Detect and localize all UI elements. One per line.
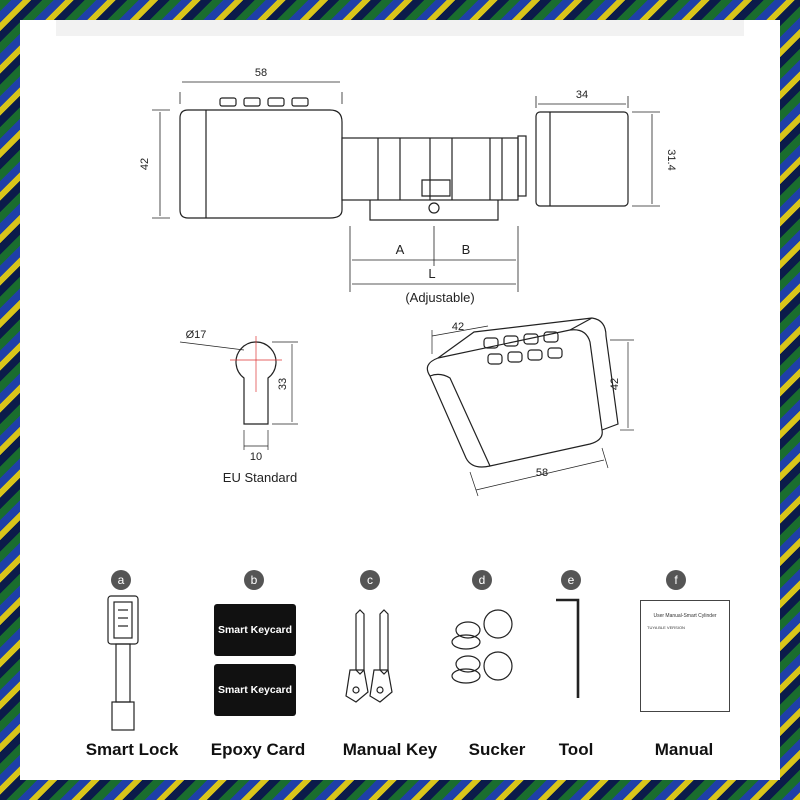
adjustable-note: (Adjustable) [405,290,474,305]
dim-knob-width: 34 [576,89,588,101]
eu-height: 33 [277,378,289,390]
iso-bottom: 58 [536,467,548,479]
dimension-labels: 58 42 34 31.4 A B L (Adjustable) Ø17 33 … [139,67,677,485]
dim-segment-a: A [396,242,405,257]
isometric-view [426,317,634,497]
dim-segment-b: B [462,242,471,257]
eu-caption: EU Standard [223,470,297,485]
badge-e: e [561,570,581,590]
eu-profile [179,336,298,450]
eu-width: 10 [250,451,262,463]
tool-drawing [556,598,580,698]
badge-f: f [666,570,686,590]
technical-drawing [107,81,660,731]
badge-a: a [111,570,131,590]
label-sucker: Sucker [468,740,526,759]
dim-length: L [428,266,435,281]
label-smart-lock: Smart Lock [85,740,179,759]
faint-header [56,20,744,36]
iso-top: 42 [452,321,464,333]
manual-subtitle: TUYA BLE VERSION [647,625,685,630]
dim-body-height: 42 [139,158,151,170]
badge-b: b [244,570,264,590]
smart-keycard-1: Smart Keycard [214,604,296,656]
label-manual-key: Manual Key [342,740,438,759]
iso-side: 42 [609,378,621,390]
smart-keycard-2: Smart Keycard [214,664,296,716]
label-epoxy-card: Epoxy Card [210,740,306,759]
eu-diameter: Ø17 [186,329,207,341]
badge-d: d [472,570,492,590]
manual-document: User Manual-Smart Cylinder TUYA BLE VERS… [640,600,730,712]
sucker-drawing [451,609,513,684]
badge-c: c [360,570,380,590]
manual-key-drawing [345,609,393,703]
dim-body-width: 58 [255,67,267,79]
label-manual: Manual [654,740,714,759]
smart-lock-drawing [107,595,139,731]
label-tool: Tool [558,740,594,759]
dim-knob-height: 31.4 [665,149,677,170]
side-view [152,81,660,292]
manual-title: User Manual-Smart Cylinder [653,613,717,619]
diagram-panel: 58 42 34 31.4 A B L (Adjustable) Ø17 33 … [20,20,780,780]
